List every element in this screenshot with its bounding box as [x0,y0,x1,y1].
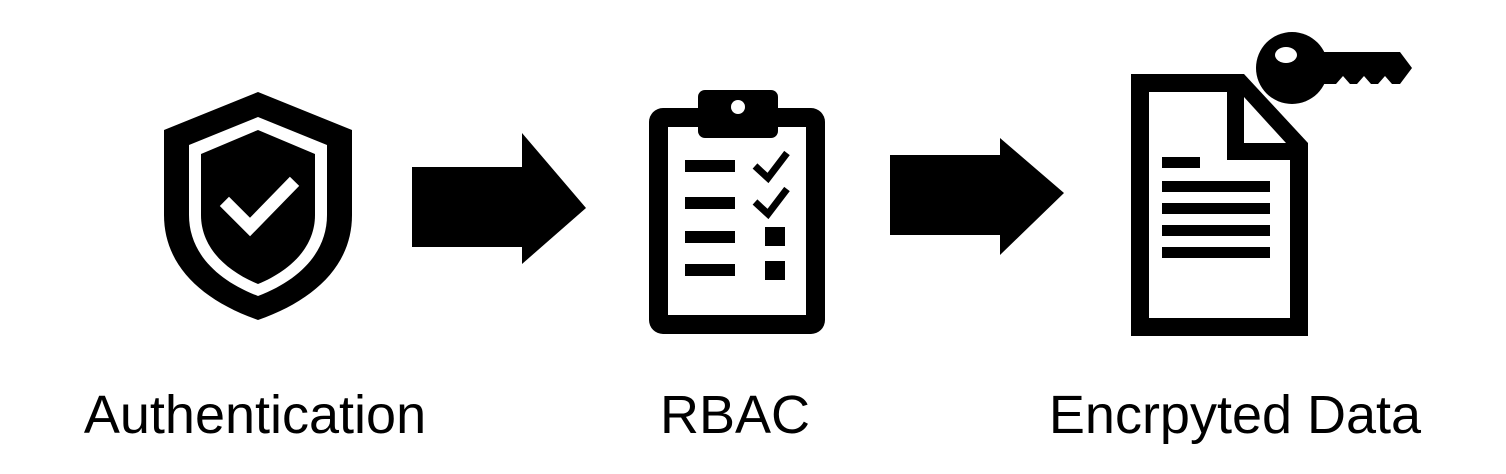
shield-check-icon [164,92,352,320]
arrow-right-icon [412,133,586,264]
document-key-icon [1131,32,1412,336]
encrypted-data-label: Encrpyted Data [1048,385,1422,445]
clipboard-checklist-icon [649,90,825,334]
rbac-label: RBAC [659,385,811,445]
authentication-label: Authentication [83,385,427,445]
arrow-right-icon [890,138,1064,255]
